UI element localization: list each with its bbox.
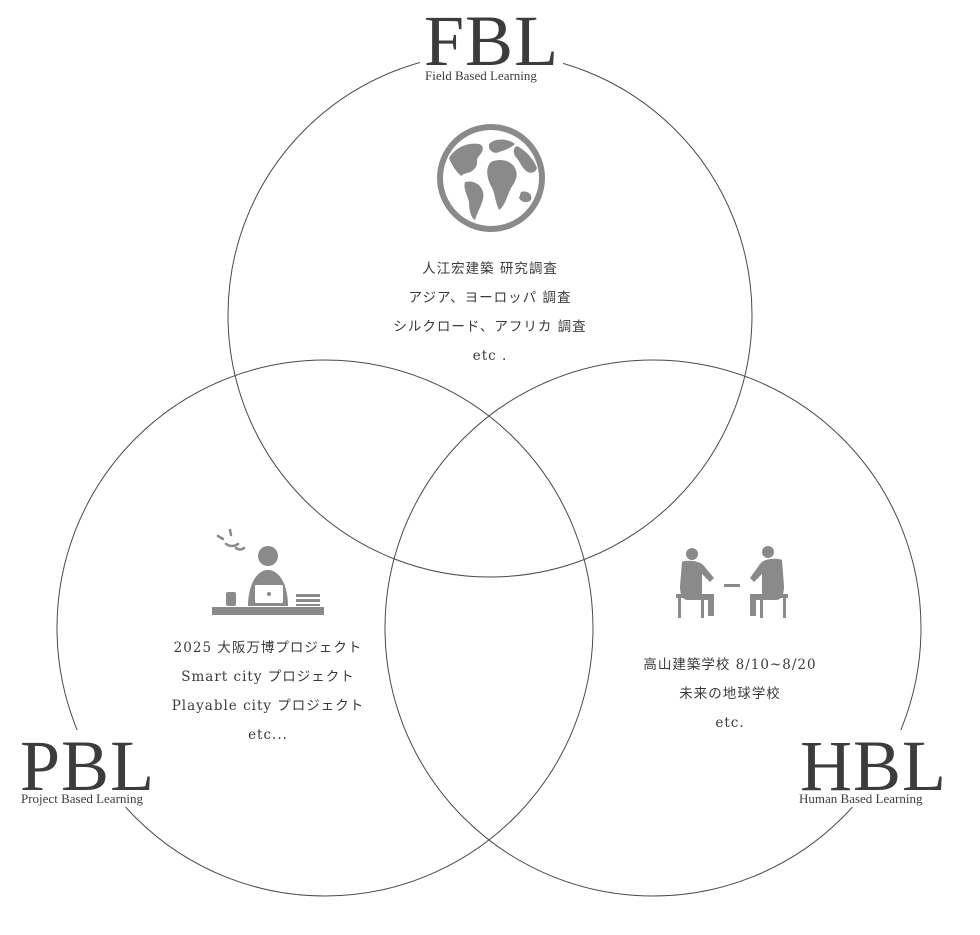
hbl-line: 未来の地球学校 — [679, 686, 781, 702]
pbl-description: 2025 大阪万博プロジェクト Smart city プロジェクト Playab… — [138, 634, 398, 750]
hbl-line: 高山建築学校 8/10~8/20 — [643, 657, 817, 673]
person-at-laptop-icon — [212, 528, 324, 615]
hbl-line: etc. — [715, 715, 745, 731]
pbl-line: etc... — [248, 727, 288, 743]
pbl-title: PBL — [16, 730, 160, 802]
pbl-circle — [56, 359, 594, 897]
globe-icon — [437, 124, 545, 232]
fbl-line: シルクロード、アフリカ 調査 — [393, 319, 587, 335]
hbl-circle — [384, 359, 922, 897]
fbl-subtitle: Field Based Learning — [422, 68, 540, 84]
pbl-subtitle: Project Based Learning — [18, 791, 147, 807]
fbl-description: 人江宏建築 研究調査 アジア、ヨーロッパ 調査 シルクロード、アフリカ 調査 e… — [360, 255, 620, 371]
two-people-talking-icon — [676, 546, 788, 618]
hbl-description: 高山建築学校 8/10~8/20 未来の地球学校 etc. — [600, 651, 860, 738]
fbl-line: etc . — [472, 348, 508, 364]
hbl-subtitle: Human Based Learning — [796, 791, 926, 807]
pbl-line: Playable city プロジェクト — [171, 698, 365, 714]
fbl-line: アジア、ヨーロッパ 調査 — [408, 290, 572, 306]
hbl-title: HBL — [796, 730, 951, 802]
fbl-line: 人江宏建築 研究調査 — [422, 261, 558, 277]
fbl-title: FBL — [420, 5, 564, 77]
pbl-line: 2025 大阪万博プロジェクト — [173, 640, 363, 656]
pbl-line: Smart city プロジェクト — [181, 669, 355, 685]
